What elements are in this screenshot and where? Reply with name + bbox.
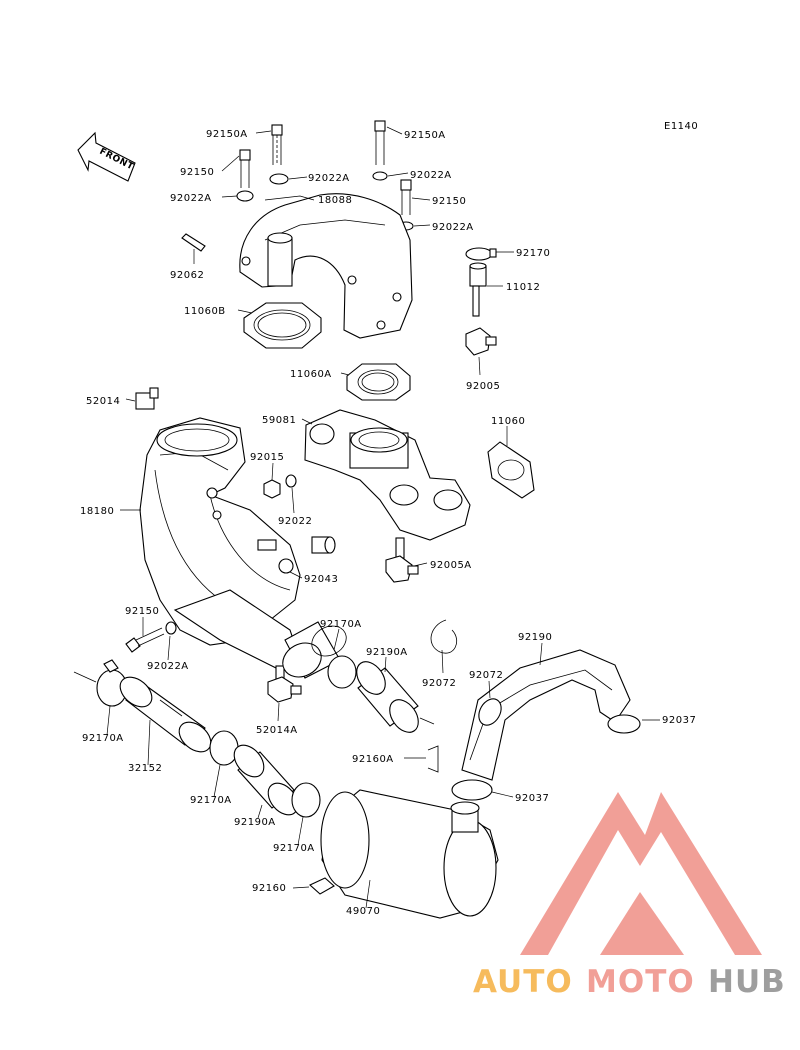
clamp-92170A-low xyxy=(291,782,321,818)
callout-label: 92005 xyxy=(466,381,500,392)
washer-92022A-3 xyxy=(236,190,254,202)
callout-label: 92022A xyxy=(170,193,212,204)
callout-label: 92022A xyxy=(432,222,474,233)
watermark-logo: AUTO MOTO HUB xyxy=(473,792,786,1000)
callout-label: 11060A xyxy=(290,369,332,380)
callout-label: 92150A xyxy=(404,130,446,141)
nut-92015 xyxy=(263,479,281,499)
gasket-11060 xyxy=(487,441,535,499)
leader-lines xyxy=(106,126,660,909)
washer-92022 xyxy=(285,474,297,488)
callout-label: 92062 xyxy=(170,270,204,281)
callout-label: 92015 xyxy=(250,452,284,463)
clip-92072-upper xyxy=(430,619,457,654)
hose-92190A-upper xyxy=(356,661,435,733)
callout-label: 92170A xyxy=(320,619,362,630)
watermark-auto: AUTO xyxy=(473,964,573,1000)
front-arrow-icon: FRONT xyxy=(77,131,136,182)
washer-92022A-2 xyxy=(372,171,388,181)
callout-label: 11012 xyxy=(506,282,540,293)
callout-label: 92170A xyxy=(273,843,315,854)
watermark-hub: HUB xyxy=(708,964,786,1000)
bolt-92150-left xyxy=(239,149,251,188)
callout-label: 49070 xyxy=(346,906,380,917)
callout-label: 92022A xyxy=(308,173,350,184)
clamp-92037-low xyxy=(451,779,493,801)
callout-label: 11060 xyxy=(491,416,525,427)
callout-label: 92043 xyxy=(304,574,338,585)
bolt-92150-right xyxy=(400,179,412,215)
clamp-92170 xyxy=(465,247,497,261)
joint-92005A xyxy=(385,537,419,583)
collar-92043 xyxy=(311,536,336,554)
callout-label: 59081 xyxy=(262,415,296,426)
gasket-11060B xyxy=(243,302,322,349)
clamp-92170A-1 xyxy=(327,655,357,689)
clamp-92170A-mid xyxy=(209,730,239,766)
stud-92062 xyxy=(181,233,206,252)
callout-label: 92037 xyxy=(662,715,696,726)
callout-label: 92170 xyxy=(516,248,550,259)
callout-label: 92160 xyxy=(252,883,286,894)
callout-label: 32152 xyxy=(128,763,162,774)
joint-92005 xyxy=(465,327,497,356)
callout-label: 92190A xyxy=(366,647,408,658)
exhaust-manifold-18088 xyxy=(239,193,413,339)
muffler-49070 xyxy=(320,789,499,919)
fitting-52014A xyxy=(267,665,302,703)
callout-label: 52014A xyxy=(256,725,298,736)
gasket-11060A xyxy=(346,363,411,401)
hose-92190 xyxy=(461,649,631,781)
callout-label: 92190A xyxy=(234,817,276,828)
clamp-92170A-left xyxy=(73,659,128,707)
watermark-moto: MOTO xyxy=(586,964,695,1000)
callout-label: 18180 xyxy=(80,506,114,517)
callout-label: 92190 xyxy=(518,632,552,643)
callout-label: 92005A xyxy=(430,560,472,571)
callout-label: 92150 xyxy=(432,196,466,207)
hose-92190A-lower xyxy=(233,744,299,816)
callout-label: 92022A xyxy=(410,170,452,181)
callout-label: 92170A xyxy=(190,795,232,806)
callout-label: 92022A xyxy=(147,661,189,672)
callout-label: 92160A xyxy=(352,754,394,765)
callout-label: 92170A xyxy=(82,733,124,744)
callout-label: 92072 xyxy=(422,678,456,689)
bolt-92150A-right xyxy=(374,120,386,165)
washer-92022A-1 xyxy=(269,173,289,185)
exhaust-pipe-18180 xyxy=(139,417,301,646)
callout-label: 92150 xyxy=(125,606,159,617)
callout-label: 18088 xyxy=(318,195,352,206)
callout-label: 92150A xyxy=(206,129,248,140)
bolt-92150-lower xyxy=(125,627,165,653)
fitting-52014 xyxy=(135,387,159,410)
bolt-92150A-left xyxy=(271,124,283,165)
callout-label: 92150 xyxy=(180,167,214,178)
callout-labels: 92150A 92150A 92150 92022A 92022A 92022A… xyxy=(80,129,696,917)
hose-32152 xyxy=(119,676,212,753)
pipe-11012 xyxy=(469,262,487,317)
watermark-mountain-icon xyxy=(520,792,762,955)
callout-label: 92072 xyxy=(469,670,503,681)
callout-label: 11060B xyxy=(184,306,226,317)
clip-92160A xyxy=(427,745,439,773)
diagram-code: E1140 xyxy=(664,121,698,132)
callout-label: 92037 xyxy=(515,793,549,804)
exhaust-chamber-59081 xyxy=(304,409,471,541)
callout-label: 52014 xyxy=(86,396,120,407)
washer-92022A-lower xyxy=(165,621,177,635)
plate-92160 xyxy=(309,877,335,895)
rubber-joint xyxy=(282,621,347,679)
clamp-92037-right xyxy=(607,714,641,734)
callout-label: 92022 xyxy=(278,516,312,527)
